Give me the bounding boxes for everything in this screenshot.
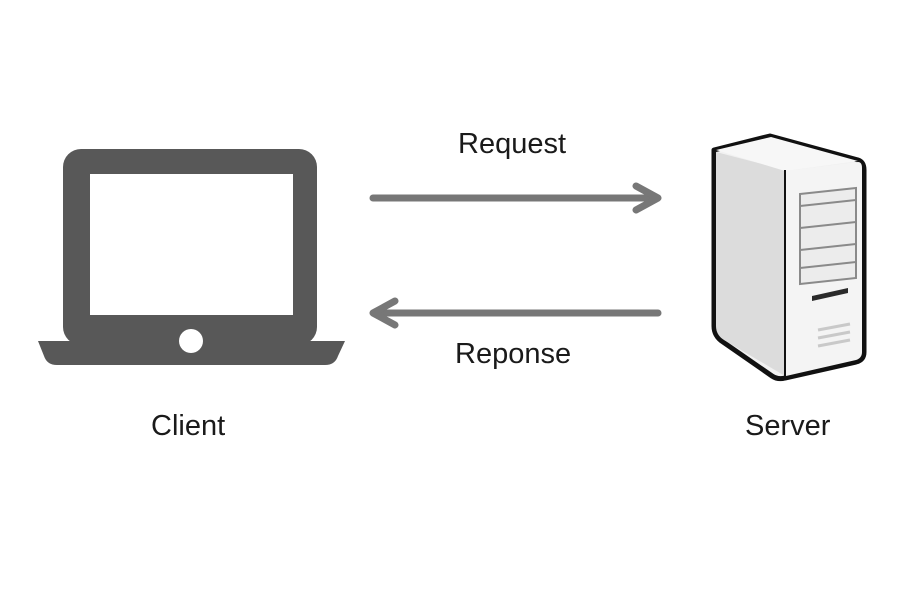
- server-label: Server: [745, 410, 831, 442]
- client-label: Client: [151, 410, 226, 442]
- request-label: Request: [458, 128, 567, 160]
- laptop-icon: [38, 149, 345, 365]
- request-arrow: [369, 182, 662, 214]
- response-arrow: [369, 297, 662, 329]
- server-tower-icon: [711, 133, 867, 382]
- response-label: Reponse: [455, 338, 572, 370]
